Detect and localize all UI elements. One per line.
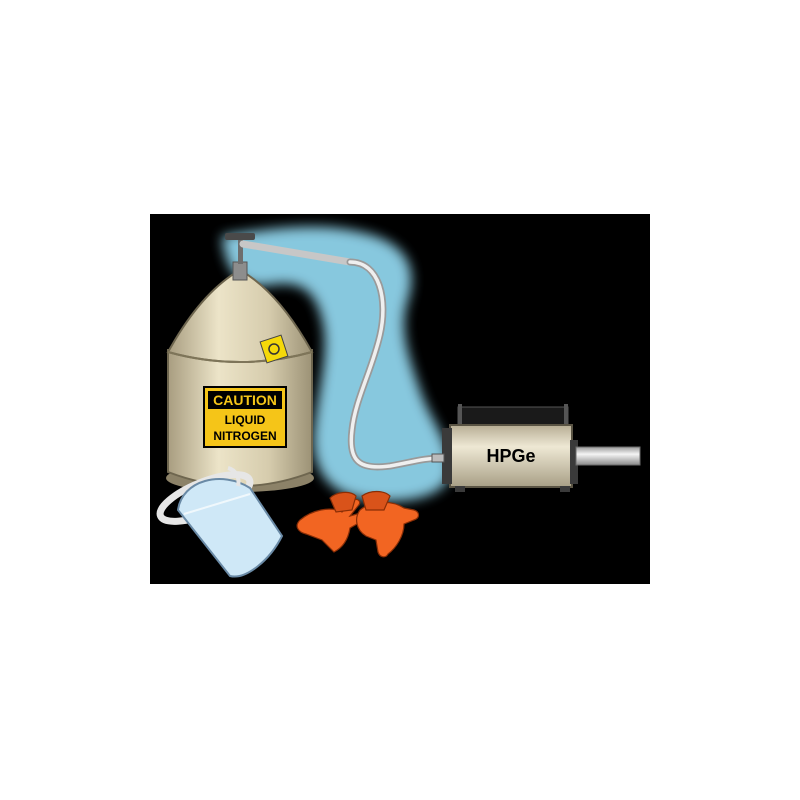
radiation-sticker-icon (259, 334, 289, 364)
safety-gloves-icon (296, 490, 420, 558)
caution-title: CAUTION (213, 392, 277, 408)
hpge-detector-icon: HPGe (431, 404, 641, 492)
caution-label: CAUTION LIQUID NITROGEN (203, 386, 287, 448)
face-shield-icon (156, 466, 284, 578)
nitrogen-vapor-cloud (222, 226, 450, 502)
caution-line-liquid: LIQUID (225, 413, 266, 427)
caution-line-nitrogen: NITROGEN (213, 429, 276, 443)
detector-label: HPGe (486, 446, 535, 466)
